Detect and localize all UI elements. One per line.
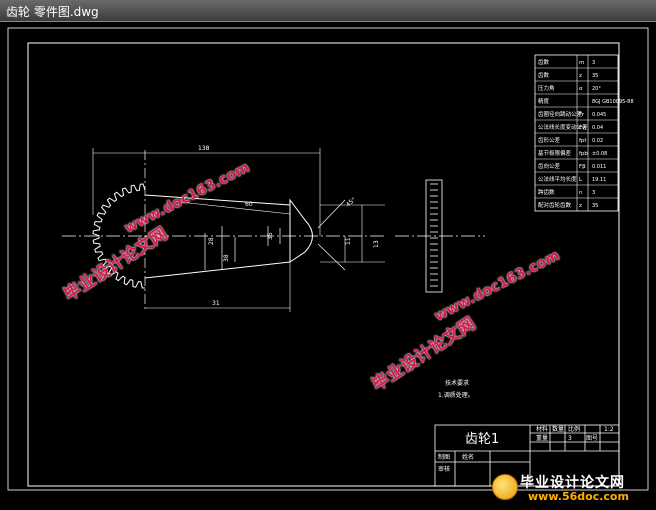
tech-requirements: 技术要求 1.调质处理。 <box>438 379 474 399</box>
window-title: 齿轮 零件图.dwg <box>6 5 99 19</box>
svg-text:审核: 审核 <box>438 465 450 473</box>
gear-teeth-outline <box>92 183 146 289</box>
param-symbol: fpt <box>579 138 587 144</box>
brand-url: www.56doc.com <box>528 490 629 503</box>
svg-text:3: 3 <box>568 435 572 442</box>
param-value: 3 <box>592 60 595 66</box>
param-name: 齿圈径向跳动公差 <box>538 110 583 118</box>
dim-60: 60 <box>245 201 253 208</box>
hub-line-top <box>144 194 291 206</box>
dim-chamfer: 45° <box>345 196 358 208</box>
param-symbol: α <box>579 86 583 92</box>
param-symbol: Fr <box>579 112 585 118</box>
svg-text:比例: 比例 <box>568 425 580 433</box>
dim-35: 35 <box>267 232 274 240</box>
param-name: 齿向公差 <box>538 162 561 170</box>
param-value: 35 <box>592 203 598 209</box>
site-brand: 毕业设计论文网 www.56doc.com <box>488 472 656 506</box>
dim-11: 11 <box>345 237 352 245</box>
param-name: 齿形公差 <box>538 136 561 144</box>
param-table: 齿数 m 3 齿数 z 35 压力角 α 20° 精度 8GJ GB10095-88 齿圈径向跳动公差… <box>534 54 634 212</box>
sheet-border <box>27 42 620 487</box>
param-value: 19.11 <box>592 177 606 183</box>
title-block-text: 齿轮1 材料 数量 比例 1:2 图号 重量 3 制图 姓名 审核 <box>438 425 614 473</box>
svg-text:重量: 重量 <box>536 434 548 442</box>
param-name: 跨齿数 <box>538 188 555 196</box>
param-name: 压力角 <box>538 84 555 92</box>
gear-section-view <box>425 179 443 293</box>
param-symbol: n <box>579 190 583 196</box>
dim-38: 38 <box>223 254 230 262</box>
param-symbol: L <box>579 177 583 183</box>
param-name: 基节极限偏差 <box>538 149 572 157</box>
svg-text:材料: 材料 <box>536 425 548 433</box>
param-symbol: m <box>579 60 584 66</box>
param-value: 0.04 <box>592 125 603 131</box>
param-name: 公法线长度变动公差 <box>538 123 588 131</box>
dim-28: 28 <box>208 237 215 245</box>
param-symbol: Fβ <box>579 164 586 170</box>
param-value: ±0.08 <box>592 151 607 157</box>
svg-text:制图: 制图 <box>438 453 450 461</box>
part-name: 齿轮1 <box>465 432 499 447</box>
param-name: 配对齿轮齿数 <box>538 201 572 209</box>
tech-line1: 1.调质处理。 <box>438 391 474 399</box>
param-value: 0.011 <box>592 164 606 170</box>
gear-view <box>62 148 485 312</box>
param-name: 齿数 <box>538 71 550 79</box>
shaft-end <box>289 198 313 263</box>
brand-name: 毕业设计论文网 <box>520 475 625 491</box>
svg-text:姓名: 姓名 <box>462 453 474 461</box>
param-symbol: z <box>579 73 582 79</box>
param-symbol: fpb <box>579 151 588 157</box>
param-name: 齿数 <box>538 58 550 66</box>
tech-title: 技术要求 <box>445 379 469 387</box>
param-value: 0.045 <box>592 112 606 118</box>
sheet-outer-frame <box>7 27 649 491</box>
param-symbol: Fw <box>579 125 587 131</box>
param-symbol: z <box>579 203 582 209</box>
scale-value: 1:2 <box>604 426 614 433</box>
param-value: 35 <box>592 73 598 79</box>
param-value: 20° <box>592 86 601 92</box>
dim-31: 31 <box>212 300 220 307</box>
window-titlebar: 齿轮 零件图.dwg <box>0 0 656 22</box>
svg-text:数量: 数量 <box>552 425 564 433</box>
svg-text:图号: 图号 <box>586 435 598 442</box>
dim-13: 13 <box>373 240 380 248</box>
param-name: 公法线平均长度 <box>538 175 577 183</box>
param-value: 8GJ GB10095-88 <box>592 99 634 105</box>
hub-line-bottom <box>144 261 291 279</box>
param-value: 3 <box>592 190 595 196</box>
param-value: 0.02 <box>592 138 603 144</box>
drawing-canvas[interactable]: 齿数 m 3 齿数 z 35 压力角 α 20° 精度 8GJ GB10095-88 齿圈径向跳动公差… <box>0 22 656 506</box>
title-block <box>434 424 620 487</box>
dim-overall: 138 <box>198 145 210 152</box>
param-name: 精度 <box>538 97 550 105</box>
brand-logo-icon <box>492 474 518 500</box>
